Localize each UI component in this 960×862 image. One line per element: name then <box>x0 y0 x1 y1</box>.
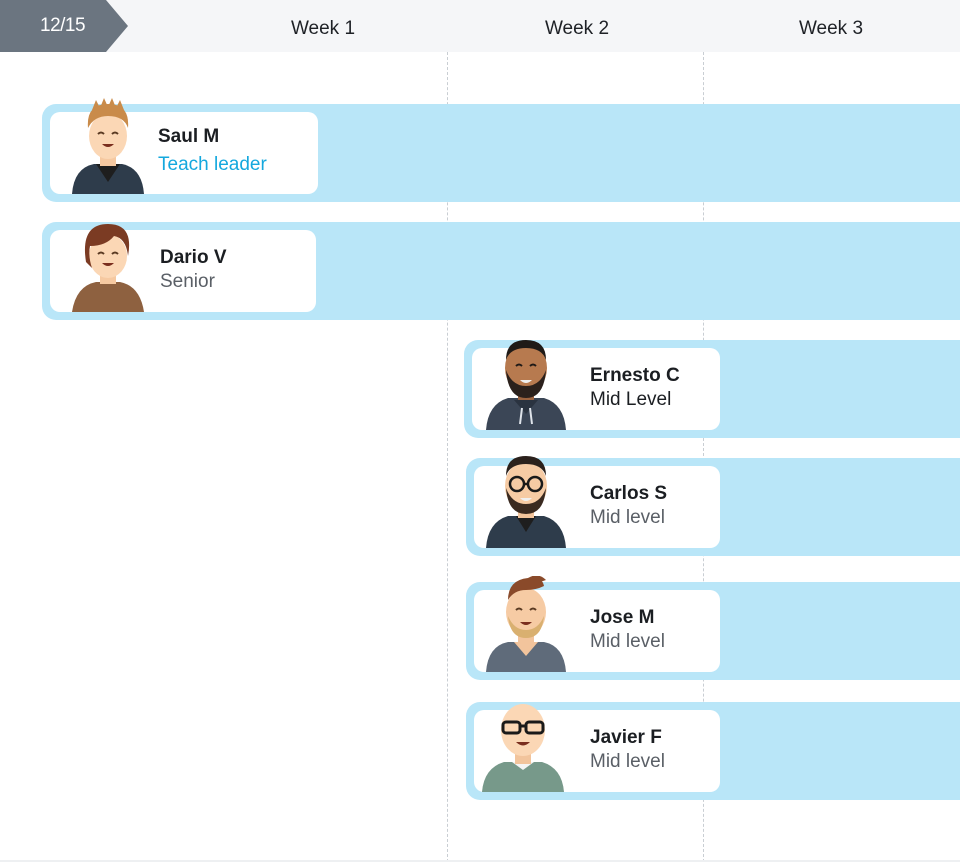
week-1-label: Week 1 <box>290 18 356 39</box>
avatar-ginger-beard-man-icon <box>486 576 566 672</box>
person-role: Mid level <box>590 631 665 652</box>
person-role: Mid level <box>590 507 665 528</box>
person-card[interactable]: Ernesto C Mid Level <box>472 340 720 430</box>
person-role: Mid Level <box>590 389 672 410</box>
schedule-bar-javier[interactable]: Javier F Mid level <box>466 702 960 800</box>
person-card[interactable]: Saul M Teach leader <box>50 98 318 194</box>
schedule-bar-dario[interactable]: Dario V Senior <box>42 222 960 320</box>
date-tab[interactable]: 12/15 <box>0 0 128 52</box>
person-role: Mid level <box>590 751 665 772</box>
person-card[interactable]: Dario V Senior <box>50 224 316 312</box>
week-divider <box>703 52 704 862</box>
avatar-bearded-man-hoodie-icon <box>486 340 566 430</box>
schedule-bar-ernesto[interactable]: Ernesto C Mid Level <box>464 340 960 438</box>
person-name: Ernesto C <box>590 365 680 386</box>
person-role: Teach leader <box>158 154 267 175</box>
person-card[interactable]: Jose M Mid level <box>474 576 720 672</box>
week-3-label: Week 3 <box>798 18 864 39</box>
person-name: Dario V <box>160 247 227 268</box>
person-role: Senior <box>160 271 215 292</box>
schedule-bar-carlos[interactable]: Carlos S Mid level <box>466 456 960 556</box>
person-name: Jose M <box>590 607 655 628</box>
avatar-blond-man-dark-jacket-icon <box>72 98 144 194</box>
person-name: Carlos S <box>590 483 668 504</box>
timeline-header: 12/15 Week 1 Week 2 Week 3 <box>0 0 960 52</box>
avatar-bald-glasses-man-icon <box>482 704 564 792</box>
person-card[interactable]: Carlos S Mid level <box>474 456 720 548</box>
schedule-bar-saul[interactable]: Saul M Teach leader <box>42 98 960 202</box>
person-card[interactable]: Javier F Mid level <box>474 704 720 792</box>
avatar-bearded-glasses-man-icon <box>486 456 566 548</box>
schedule-bar-jose[interactable]: Jose M Mid level <box>466 576 960 680</box>
week-2-label: Week 2 <box>544 18 610 39</box>
person-name: Javier F <box>590 727 662 748</box>
week-divider <box>447 52 448 862</box>
bottom-border <box>0 860 960 862</box>
avatar-brown-hair-brown-sweater-icon <box>72 224 144 312</box>
person-name: Saul M <box>158 126 220 147</box>
